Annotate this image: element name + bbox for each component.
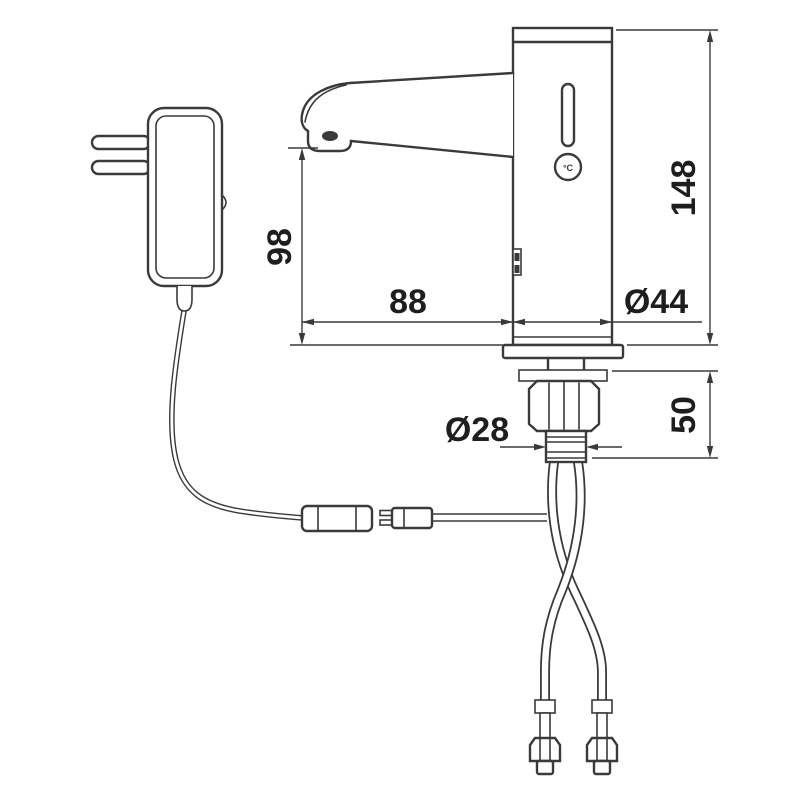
power-adapter <box>90 106 227 312</box>
fitting-ferrule <box>534 699 556 714</box>
arrowhead <box>586 443 598 451</box>
dimension-label-outlet-height: 98 <box>261 228 299 266</box>
hose-fitting-left <box>528 699 562 776</box>
fitting-nut <box>585 736 619 763</box>
faucet-assembly: °C <box>300 26 625 464</box>
hose-left-core <box>541 461 584 702</box>
dimension-shank-diameter: Ø28 <box>445 411 622 451</box>
sensor-wires <box>432 513 547 522</box>
temperature-lever-slot <box>560 82 576 148</box>
aerator <box>322 131 338 141</box>
faucet-body <box>511 26 614 347</box>
arrowhead <box>513 318 525 326</box>
under-plate-stem <box>546 356 586 372</box>
supply-hoses <box>528 461 619 776</box>
spout-fill <box>301 73 513 157</box>
sensor-window-frame <box>512 248 522 276</box>
sensor-window-mark <box>514 253 520 261</box>
spout-outline <box>300 71 515 159</box>
connector-faucet-side <box>379 506 434 530</box>
fitting-neck <box>596 712 608 739</box>
fitting-tip <box>592 759 612 776</box>
cable-outline <box>169 310 303 521</box>
arrowhead <box>706 333 714 345</box>
dimension-shank-length: 50 <box>592 370 718 459</box>
connector-housing <box>300 504 374 533</box>
connector-housing-lines <box>317 505 357 532</box>
dimension-annotations: 148 98 88 Ø44 50 <box>261 29 718 459</box>
connector-prong <box>379 519 393 526</box>
arrowhead <box>706 30 714 42</box>
dimension-label-total-height: 148 <box>665 160 703 217</box>
cable-core <box>170 310 303 520</box>
temperature-dial <box>553 152 583 182</box>
shank-threads <box>545 436 587 459</box>
arrowhead <box>298 333 306 345</box>
arrowhead <box>534 443 546 451</box>
adapter-side-clip <box>221 194 227 211</box>
hose-fitting-right <box>585 699 619 776</box>
plug-pin-top <box>90 134 152 151</box>
mounting-nut-facets <box>548 380 580 432</box>
threaded-shank <box>544 429 588 464</box>
power-cable <box>169 310 303 521</box>
arrowhead <box>501 318 513 326</box>
dimension-total-height: 148 <box>616 29 718 346</box>
arrowhead <box>302 318 314 326</box>
fitting-tip <box>535 759 555 776</box>
connector-prong <box>379 509 393 517</box>
connector-adapter-side <box>300 504 374 533</box>
dimension-label-shank-diameter: Ø28 <box>445 411 509 449</box>
fitting-ferrule <box>591 699 613 714</box>
adapter-body <box>146 106 224 288</box>
spout-tip-bevel-line <box>304 84 347 123</box>
dimension-label-spout-reach: 88 <box>389 283 427 321</box>
adapter-body-inner-line <box>155 115 215 279</box>
arrowhead <box>600 318 612 326</box>
mounting-washer <box>518 369 608 382</box>
arrowhead <box>706 446 714 458</box>
dimension-label-body-diameter: Ø44 <box>624 283 688 321</box>
sensor-window-mark <box>514 265 520 273</box>
base-plate <box>501 343 625 360</box>
temperature-marking: °C <box>563 163 574 173</box>
arrowhead <box>298 148 306 160</box>
fitting-nut <box>528 736 562 763</box>
fitting-nut-facets <box>539 737 551 762</box>
cable-connectors <box>300 504 434 533</box>
cable-strain-relief <box>176 286 193 312</box>
fitting-neck <box>539 712 551 739</box>
dimension-label-shank-length: 50 <box>665 396 703 434</box>
dimension-spout-reach-and-diameter: 88 Ø44 <box>302 283 702 326</box>
fitting-nut-facets <box>596 737 608 762</box>
plug-pin-bottom <box>90 159 152 176</box>
connector-housing <box>390 506 434 530</box>
dimension-outlet-height: 98 <box>261 147 503 346</box>
hose-right-core <box>548 461 606 702</box>
sensor-window <box>512 248 522 276</box>
arrowhead <box>706 371 714 383</box>
